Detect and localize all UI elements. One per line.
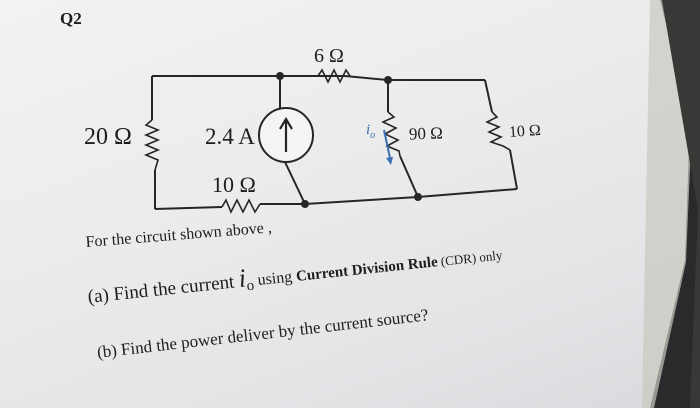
label-20-ohm: 20 Ω [84, 124, 132, 150]
label-source-2-4a: 2.4 A [205, 124, 255, 149]
top-wire [152, 75, 485, 81]
label-10-ohm-bottom: 10 Ω [212, 172, 256, 197]
source-wire [279, 76, 306, 205]
io-arrowhead-icon [386, 157, 393, 165]
question-a-suffix: (CDR) only [436, 247, 504, 270]
io-subscript: o [370, 130, 376, 141]
source-arrow-icon [279, 116, 293, 152]
screen-edge-shadow [642, 0, 700, 408]
io-letter: i [366, 122, 371, 138]
resistor-20-icon [143, 119, 161, 171]
r90-wire [387, 80, 419, 198]
resistor-10-right-icon [485, 111, 511, 151]
label-6-ohm: 6 Ω [314, 45, 344, 67]
question-number: Q2 [60, 9, 82, 28]
label-io: io [366, 122, 375, 141]
bottom-wire [154, 188, 518, 210]
node-top-source [276, 72, 284, 80]
resistor-6-icon [317, 68, 351, 84]
node-bottom-90 [414, 193, 422, 201]
io-arrow-icon [383, 129, 391, 159]
label-90-ohm: 90 Ω [408, 123, 444, 144]
node-top-90 [384, 76, 392, 84]
right-wire [484, 79, 518, 190]
left-wire [151, 76, 156, 209]
node-bottom-source [301, 200, 309, 208]
question-a-middle: using [252, 268, 298, 290]
resistor-10-bottom-icon [221, 198, 261, 214]
label-10-ohm-right: 10 Ω [508, 121, 542, 142]
